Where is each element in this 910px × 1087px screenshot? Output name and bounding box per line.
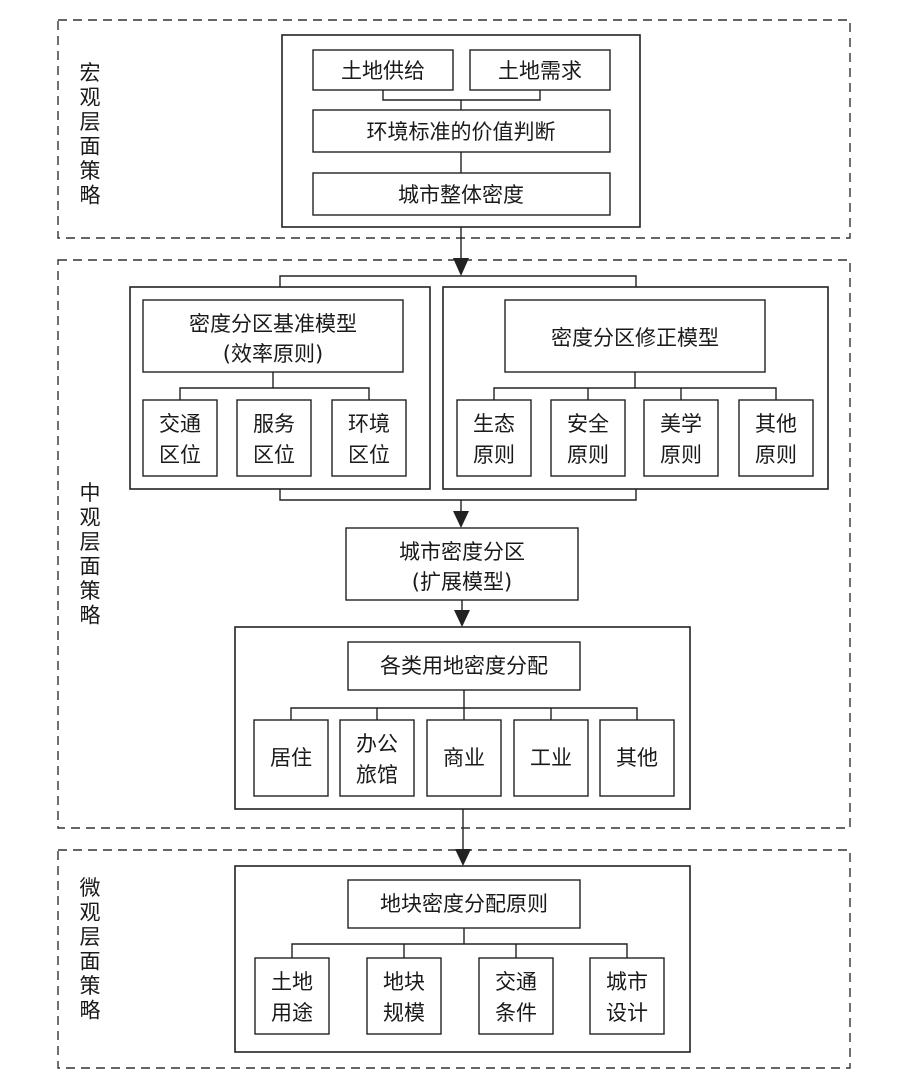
micro-urban-design-l1: 城市 [606,970,648,994]
micro-traffic [478,957,554,1035]
revise-item-safety [550,399,626,477]
revise-model-title: 密度分区修正模型 [551,326,719,350]
micro-traffic-l1: 交通 [495,970,537,994]
micro-section-label: 微观层面策略 [80,876,101,1023]
base-item-environment-l2: 区位 [348,443,390,467]
base-item-environment [331,399,407,477]
revise-item-aesthetics-l2: 原则 [660,443,702,467]
base-item-service-l1: 服务 [253,412,295,436]
micro-land-use [254,957,330,1035]
revise-model-box [504,299,766,373]
macro-section-label: 宏观层面策略 [80,61,101,208]
base-item-traffic [142,399,218,477]
city-density-text: 城市整体密度 [398,183,524,207]
micro-land-use-l1: 土地 [271,970,313,994]
city-zoning-title: 城市密度分区 [399,540,525,564]
micro-title-text: 地块密度分配原则 [380,892,548,916]
micro-urban-design-l2: 设计 [606,1001,648,1025]
land-demand-box [469,49,611,91]
micro-traffic-l2: 条件 [495,1001,537,1025]
landuse-residential [253,719,329,797]
base-model-title: 密度分区基准模型 [189,312,357,336]
base-item-traffic-l2: 区位 [159,443,201,467]
micro-section [57,849,851,1069]
micro-land-use-l2: 用途 [271,1001,313,1025]
revise-item-other-l1: 其他 [755,412,797,436]
city-density-box [312,172,611,216]
revise-item-aesthetics [643,399,719,477]
macro-to-meso-arrow [453,258,469,276]
macro-section [57,19,851,239]
city-zoning-subtitle: (扩展模型) [412,570,512,594]
revise-item-ecology-l2: 原则 [473,443,515,467]
base-item-environment-l1: 环境 [348,412,390,436]
landuse-commercial-text: 商业 [443,746,485,770]
revise-item-safety-l1: 安全 [567,412,609,436]
landuse-branch [290,690,638,720]
landuse-industrial [513,719,589,797]
micro-plot-size [366,957,442,1035]
value-judgment-text: 环境标准的价值判断 [367,120,556,144]
micro-urban-design [589,957,665,1035]
meso-section-label: 中观层面策略 [80,481,101,628]
revise-item-other [738,399,814,477]
landuse-residential-text: 居住 [270,746,312,770]
base-item-service-l2: 区位 [253,443,295,467]
landuse-industrial-text: 工业 [530,746,572,770]
revise-item-safety-l2: 原则 [567,443,609,467]
base-item-traffic-l1: 交通 [159,412,201,436]
base-model-box [142,299,404,373]
meso-split-connector [279,275,637,287]
micro-branch [291,928,628,958]
base-model-branch [179,372,370,400]
micro-title-box [347,879,581,929]
revise-item-ecology [456,399,532,477]
landuse-other-text: 其他 [616,746,658,770]
base-model-subtitle: (效率原则) [223,342,323,366]
landuse-other [599,719,675,797]
land-supply-box [312,49,454,91]
meso-to-micro-arrow [455,849,471,866]
base-item-service [236,399,312,477]
value-judgment-box [312,109,611,153]
landuse-office-hotel-l1: 办公 [356,732,398,756]
supply-demand-connector [382,90,541,110]
land-demand-text: 土地需求 [498,59,582,83]
landuse-office-hotel-l2: 旅馆 [356,763,398,787]
revise-model-branch [493,372,777,400]
merge-arrow [453,511,469,528]
revise-item-other-l2: 原则 [755,443,797,467]
revise-item-ecology-l1: 生态 [473,412,515,436]
city-zoning-box [345,527,579,601]
landuse-office-hotel [339,719,415,797]
landuse-commercial [426,719,502,797]
land-supply-text: 土地供给 [341,59,425,83]
landuse-title-text: 各类用地密度分配 [380,654,548,678]
micro-plot-size-l2: 规模 [383,1001,425,1025]
micro-plot-size-l1: 地块 [383,970,425,994]
zoning-to-landuse-arrow [454,610,470,627]
revise-item-aesthetics-l1: 美学 [660,412,702,436]
meso-merge-connector [279,489,637,512]
